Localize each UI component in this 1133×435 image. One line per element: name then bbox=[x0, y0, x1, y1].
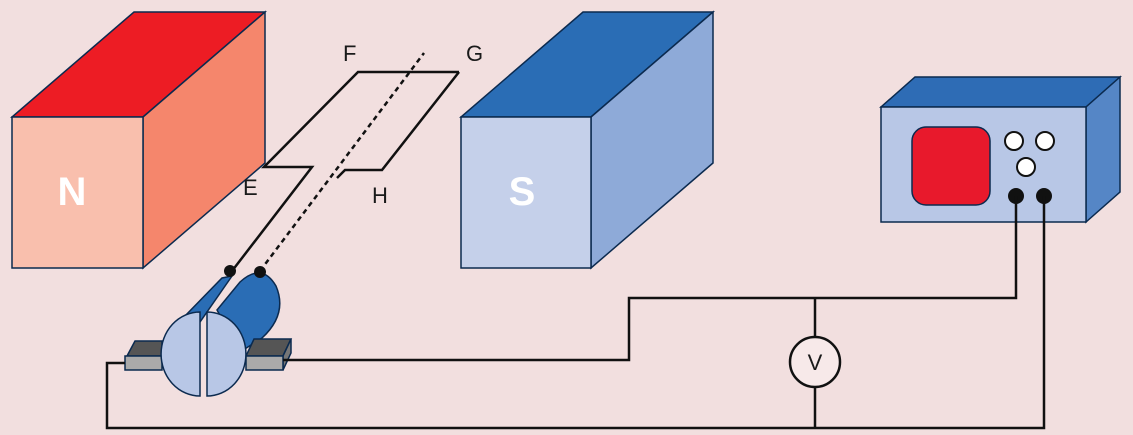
voltmeter-label: V bbox=[808, 350, 823, 375]
north-pole-label: N bbox=[58, 170, 87, 214]
voltmeter-body bbox=[788, 335, 842, 389]
control-knob-3[interactable] bbox=[1016, 157, 1036, 177]
power-supply-screen bbox=[911, 126, 991, 206]
north-magnet-front bbox=[11, 116, 144, 269]
south-magnet: S bbox=[458, 10, 716, 270]
north-magnet: N bbox=[9, 10, 268, 270]
coil-loop: E F G H bbox=[231, 41, 483, 272]
left-brush-front bbox=[124, 355, 163, 371]
coil-terminal-left bbox=[224, 265, 236, 277]
corner-label-f: F bbox=[343, 41, 356, 66]
south-pole-label: S bbox=[509, 170, 536, 214]
left-brush-top bbox=[125, 340, 163, 357]
circuit-wires bbox=[105, 196, 1046, 430]
wire-right-brush-to-supply bbox=[283, 196, 1018, 362]
commutator bbox=[124, 265, 293, 397]
coil-gh-side bbox=[336, 71, 460, 179]
split-ring-left bbox=[160, 311, 201, 397]
control-knob-1[interactable] bbox=[1004, 131, 1024, 151]
corner-label-g: G bbox=[466, 41, 483, 66]
voltmeter: V bbox=[788, 335, 842, 389]
coil-front-side bbox=[231, 70, 412, 272]
wire-left-brush-to-supply bbox=[105, 196, 1046, 430]
corner-label-h: H bbox=[372, 183, 388, 208]
coil-back-side-dashed bbox=[259, 52, 425, 272]
split-ring-right bbox=[206, 311, 247, 397]
corner-label-e: E bbox=[243, 175, 258, 200]
power-supply-top bbox=[879, 76, 1122, 108]
control-knob-2[interactable] bbox=[1035, 131, 1055, 151]
coil-terminal-right bbox=[254, 266, 266, 278]
power-supply bbox=[879, 75, 1122, 224]
south-magnet-front bbox=[460, 116, 592, 269]
right-brush-front bbox=[245, 355, 284, 371]
